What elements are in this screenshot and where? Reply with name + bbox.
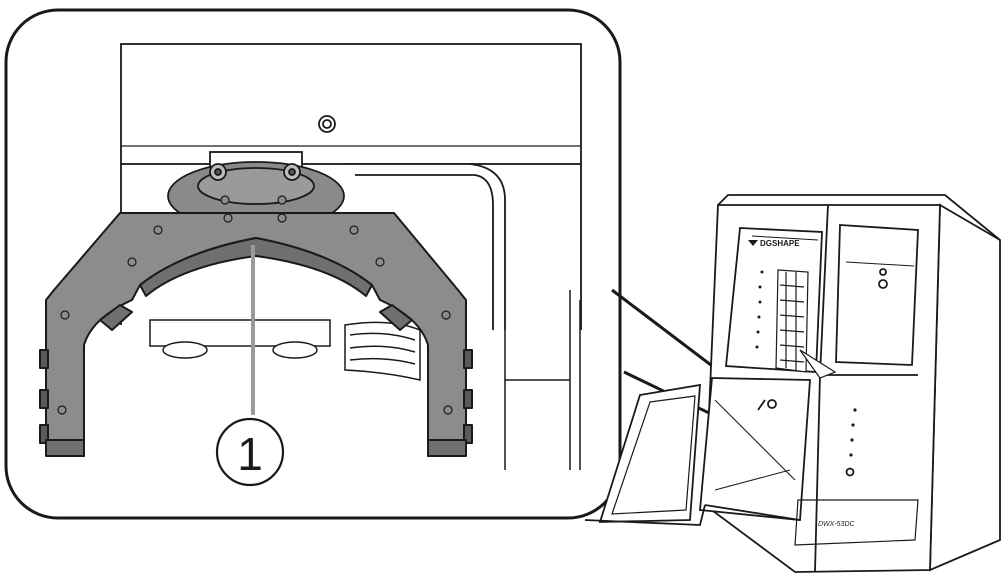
status-indicators (849, 408, 857, 457)
zoom-callout: 1 (4, 8, 622, 520)
side-panel (504, 290, 581, 470)
clamp-holes (57, 195, 453, 415)
brand-name: DGSHAPE (760, 239, 800, 248)
milling-machine: DGSHAPE DWX-53DC (584, 194, 1001, 573)
callout-number: 1 (237, 428, 263, 480)
lower-mechanism (149, 319, 421, 381)
power-button-icon (845, 467, 855, 477)
indicator-dots-left (755, 270, 764, 349)
callout-number-circle (215, 417, 285, 487)
holder-clamp (39, 212, 473, 457)
model-name: DWX-53DC (818, 521, 856, 528)
screw-icon (318, 115, 336, 133)
disc-rack (775, 269, 837, 379)
brand-logo-icon (748, 240, 758, 246)
